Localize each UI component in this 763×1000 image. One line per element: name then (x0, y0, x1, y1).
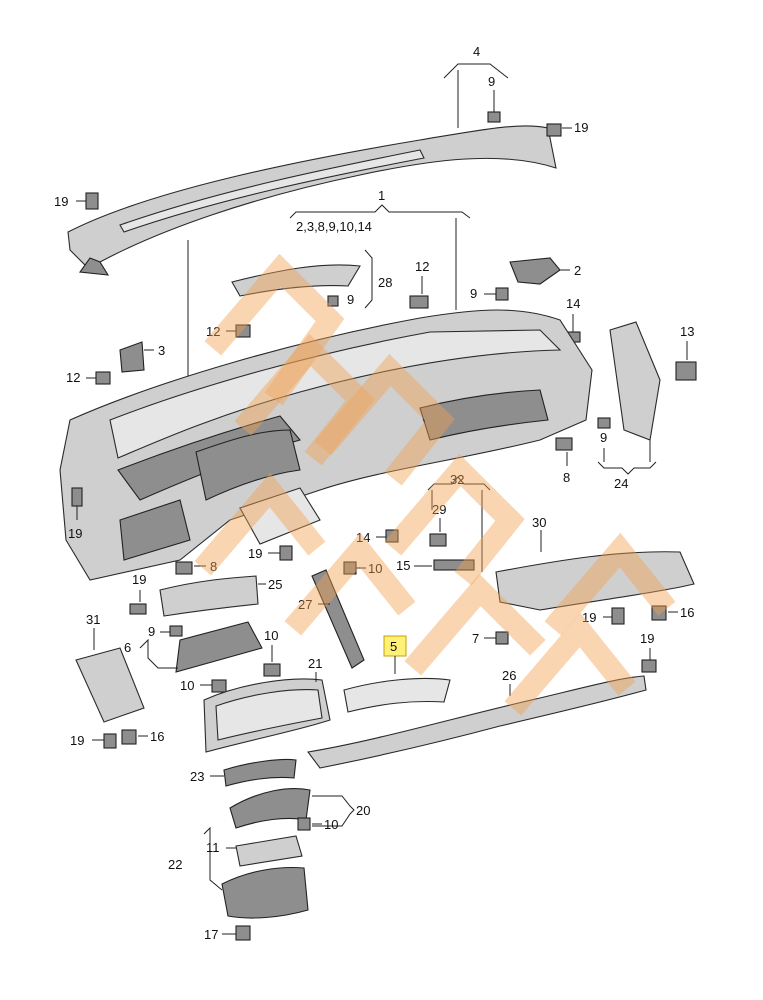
callout-23: 23 (190, 769, 204, 784)
callout-28: 28 (378, 275, 392, 290)
side-panel-24 (609, 321, 661, 441)
column-shroud-lower (221, 867, 309, 919)
callout-11: 11 (206, 840, 220, 855)
clip-16-panel (651, 605, 667, 621)
bolt-17 (235, 925, 251, 941)
clip-9-side (597, 417, 611, 429)
part-15 (433, 559, 475, 571)
callout-22: 22 (168, 857, 182, 872)
callout-9-side: 9 (600, 430, 607, 445)
clip-16-bottom (121, 729, 137, 745)
callout-7: 7 (472, 631, 479, 646)
callout-19-bottom-left: 19 (70, 733, 84, 748)
clip-9-28 (327, 295, 339, 307)
callout-10-lower: 10 (180, 678, 194, 693)
panel-30 (495, 551, 695, 611)
clip-12-top (409, 295, 429, 309)
callout-2: 2 (574, 263, 581, 278)
callout-31: 31 (86, 612, 100, 627)
callout-20: 20 (356, 803, 370, 818)
center-vent-trim (231, 264, 361, 297)
callout-19-center: 19 (248, 546, 262, 561)
callout-1-subparts: 2,3,8,9,10,14 (296, 219, 372, 234)
callout-16-bottom: 16 (150, 729, 164, 744)
callout-24: 24 (614, 476, 628, 491)
clip-8-right (555, 437, 573, 451)
callout-9: 9 (488, 74, 495, 89)
bolt-19-panel (611, 607, 625, 625)
bolt-19-top (546, 123, 562, 137)
callout-5: 5 (390, 639, 397, 654)
part-5 (343, 677, 451, 713)
dashboard-main (59, 309, 593, 581)
callout-15: 15 (396, 558, 410, 573)
bolt-19-far-left (129, 603, 147, 615)
callout-10-6: 10 (264, 628, 278, 643)
vent-2 (509, 257, 561, 285)
callout-19-far-left: 19 (132, 572, 146, 587)
callout-19-right-lower: 19 (640, 631, 654, 646)
callout-19-top: 19 (574, 120, 588, 135)
part-6 (175, 621, 263, 673)
upper-dash-trim (67, 125, 557, 276)
part-29 (429, 533, 447, 547)
clip-9-top (487, 111, 501, 123)
callout-12-left: 12 (66, 370, 80, 385)
callout-9-6: 9 (148, 624, 155, 639)
callout-17: 17 (204, 927, 218, 942)
callout-13: 13 (680, 324, 694, 339)
bolt-19-left (85, 192, 99, 210)
vent-3 (119, 341, 145, 373)
clip-12-left (95, 371, 111, 385)
clip-9-right (495, 287, 509, 301)
callout-26: 26 (502, 668, 516, 683)
clip-10-lower (211, 679, 227, 693)
clip-12-mid (235, 324, 251, 338)
callout-30: 30 (532, 515, 546, 530)
callout-10-center: 10 (368, 561, 382, 576)
callout-9-28: 9 (347, 292, 354, 307)
bolt-19-bottom-left (103, 733, 117, 749)
callout-12-mid: 12 (206, 324, 220, 339)
watermark (194, 253, 676, 716)
bolt-19-lower-left (71, 487, 83, 507)
callout-6: 6 (124, 640, 131, 655)
trim-26 (307, 675, 647, 769)
callout-14-center: 14 (356, 530, 370, 545)
callout-16-panel: 16 (680, 605, 694, 620)
callout-27: 27 (298, 597, 312, 612)
callout-19-left: 19 (54, 194, 68, 209)
callout-9-right: 9 (470, 286, 477, 301)
part-23 (223, 758, 297, 787)
callout-25: 25 (268, 577, 282, 592)
callout-14-right: 14 (566, 296, 580, 311)
bolt-19-center (279, 545, 293, 561)
callout-21: 21 (308, 656, 322, 671)
callout-8-right: 8 (563, 470, 570, 485)
part-13 (675, 361, 697, 381)
bolt-7 (495, 631, 509, 645)
part-11 (235, 835, 303, 867)
part-31 (75, 647, 145, 723)
clip-9-6 (169, 625, 183, 637)
callout-32: 32 (450, 472, 464, 487)
part-27 (311, 569, 365, 669)
bolt-19-right-lower (641, 659, 657, 673)
callout-12-top: 12 (415, 259, 429, 274)
callout-8-left: 8 (210, 559, 217, 574)
column-shroud-upper (229, 788, 311, 829)
clip-10-shroud (297, 817, 311, 831)
clip-10-6 (263, 663, 281, 677)
part-25 (159, 575, 259, 617)
clip-14-center (385, 529, 399, 543)
callout-3: 3 (158, 343, 165, 358)
callout-29: 29 (432, 502, 446, 517)
callout-4: 4 (473, 44, 480, 59)
callout-19-lower-left: 19 (68, 526, 82, 541)
callout-1: 1 (378, 188, 385, 203)
callout-19-panel: 19 (582, 610, 596, 625)
clip-8-left (175, 561, 193, 575)
callout-10-shroud: 10 (324, 817, 338, 832)
